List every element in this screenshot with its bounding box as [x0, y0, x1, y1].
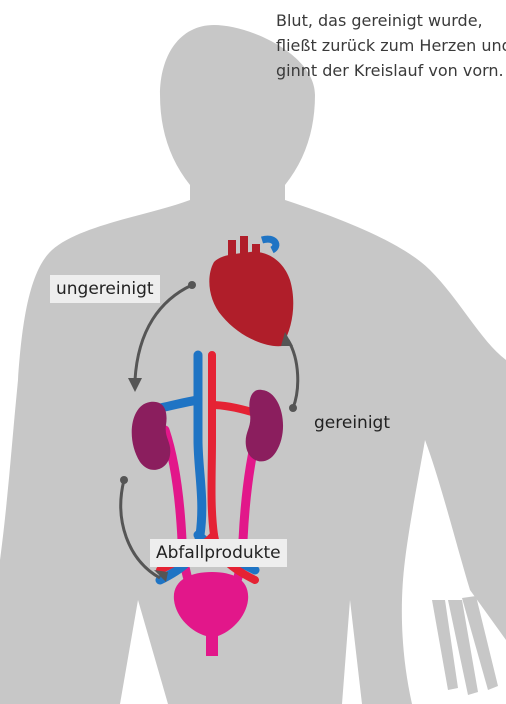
body-silhouette: [0, 25, 506, 704]
label-purified: gereinigt: [314, 409, 390, 437]
caption-line-1: Blut, das gereinigt wurde,: [276, 8, 506, 33]
label-waste: Abfallprodukte: [150, 539, 287, 567]
caption: Blut, das gereinigt wurde, fließt zurück…: [276, 8, 506, 83]
caption-line-2: fließt zurück zum Herzen und be-: [276, 33, 506, 58]
caption-line-3: ginnt der Kreislauf von vorn.: [276, 58, 506, 83]
label-unpurified: ungereinigt: [50, 275, 160, 303]
